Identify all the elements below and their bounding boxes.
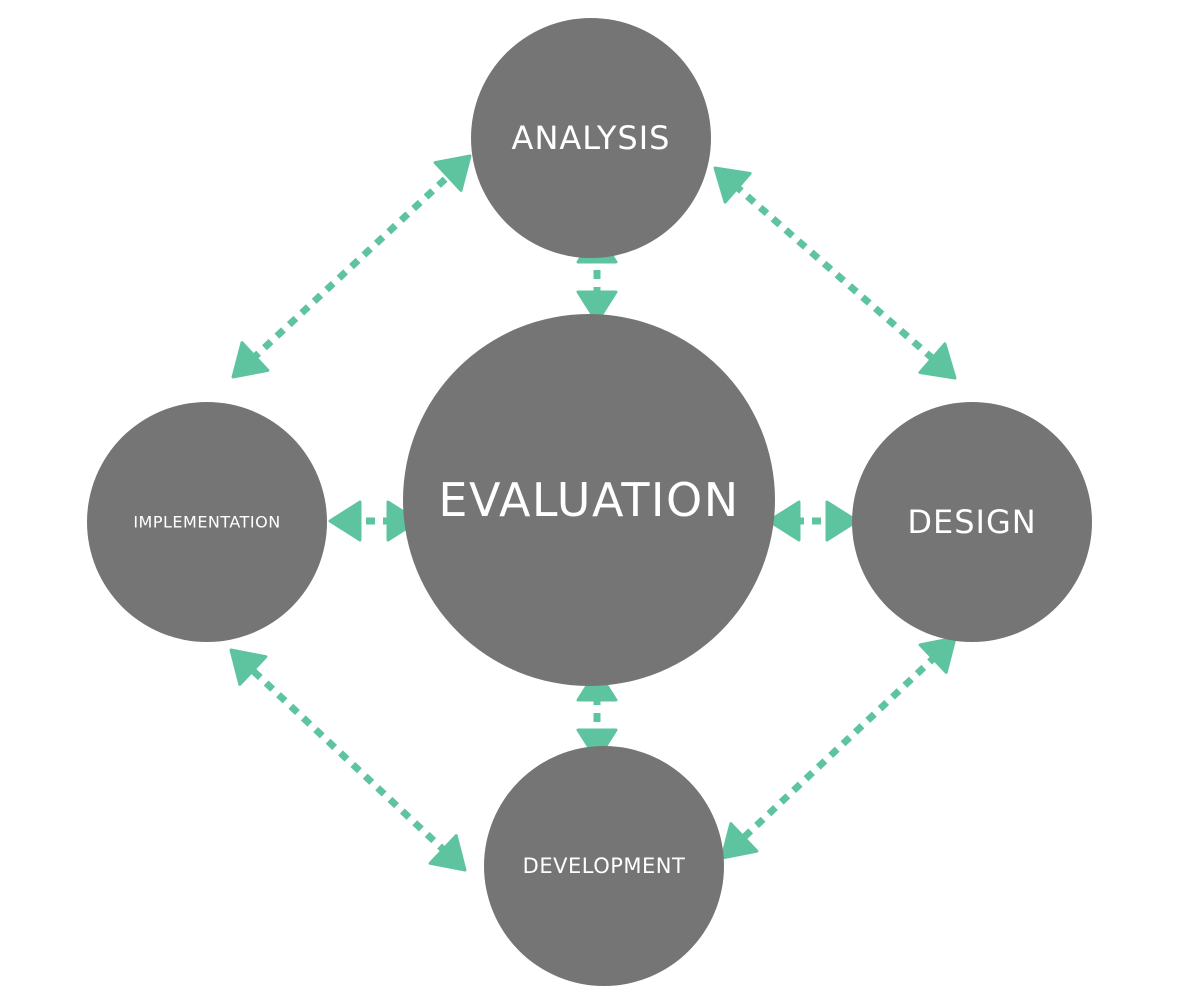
- analysis-circle: [471, 18, 711, 258]
- connector-development-implementation: [229, 648, 467, 872]
- design-circle: [852, 402, 1092, 642]
- node-implementation: IMPLEMENTATION: [87, 402, 327, 642]
- connector-design-development: [720, 636, 957, 860]
- arrowhead-development-icon: [428, 834, 467, 872]
- node-design: DESIGN: [852, 402, 1092, 642]
- arrowhead-evaluation-icon: [767, 500, 801, 542]
- connector-analysis-design: [713, 166, 957, 380]
- node-evaluation: EVALUATION: [403, 314, 775, 686]
- development-label: DEVELOPMENT: [523, 854, 686, 878]
- arrowhead-evaluation-icon: [386, 500, 420, 542]
- arrowhead-implementation-icon: [229, 648, 268, 686]
- development-circle: [484, 746, 724, 986]
- node-analysis: ANALYSIS: [471, 18, 711, 258]
- arrowhead-design-icon: [918, 636, 957, 674]
- arrowhead-design-icon: [918, 342, 957, 380]
- arrowhead-implementation-icon: [231, 341, 270, 379]
- implementation-circle: [87, 402, 327, 642]
- connector-line-development-implementation: [247, 665, 449, 855]
- arrowhead-analysis-icon: [713, 166, 752, 204]
- implementation-label: IMPLEMENTATION: [133, 513, 280, 532]
- arrowhead-design-icon: [825, 500, 859, 542]
- analysis-label: ANALYSIS: [512, 119, 671, 157]
- connector-line-design-development: [738, 653, 939, 843]
- arrowhead-implementation-icon: [328, 500, 362, 542]
- connector-evaluation-implementation: [328, 500, 420, 542]
- evaluation-circle: [403, 314, 775, 686]
- connector-line-analysis-design: [732, 182, 938, 364]
- design-label: DESIGN: [907, 503, 1036, 541]
- arrowhead-evaluation-icon: [576, 290, 618, 324]
- arrowhead-development-icon: [720, 822, 759, 860]
- arrowhead-development-icon: [576, 728, 618, 762]
- evaluation-label: EVALUATION: [438, 473, 739, 527]
- node-development: DEVELOPMENT: [484, 746, 724, 986]
- connector-evaluation-design: [767, 500, 859, 542]
- connector-implementation-analysis: [231, 154, 472, 379]
- arrowhead-analysis-icon: [433, 154, 472, 192]
- connector-line-implementation-analysis: [249, 171, 454, 362]
